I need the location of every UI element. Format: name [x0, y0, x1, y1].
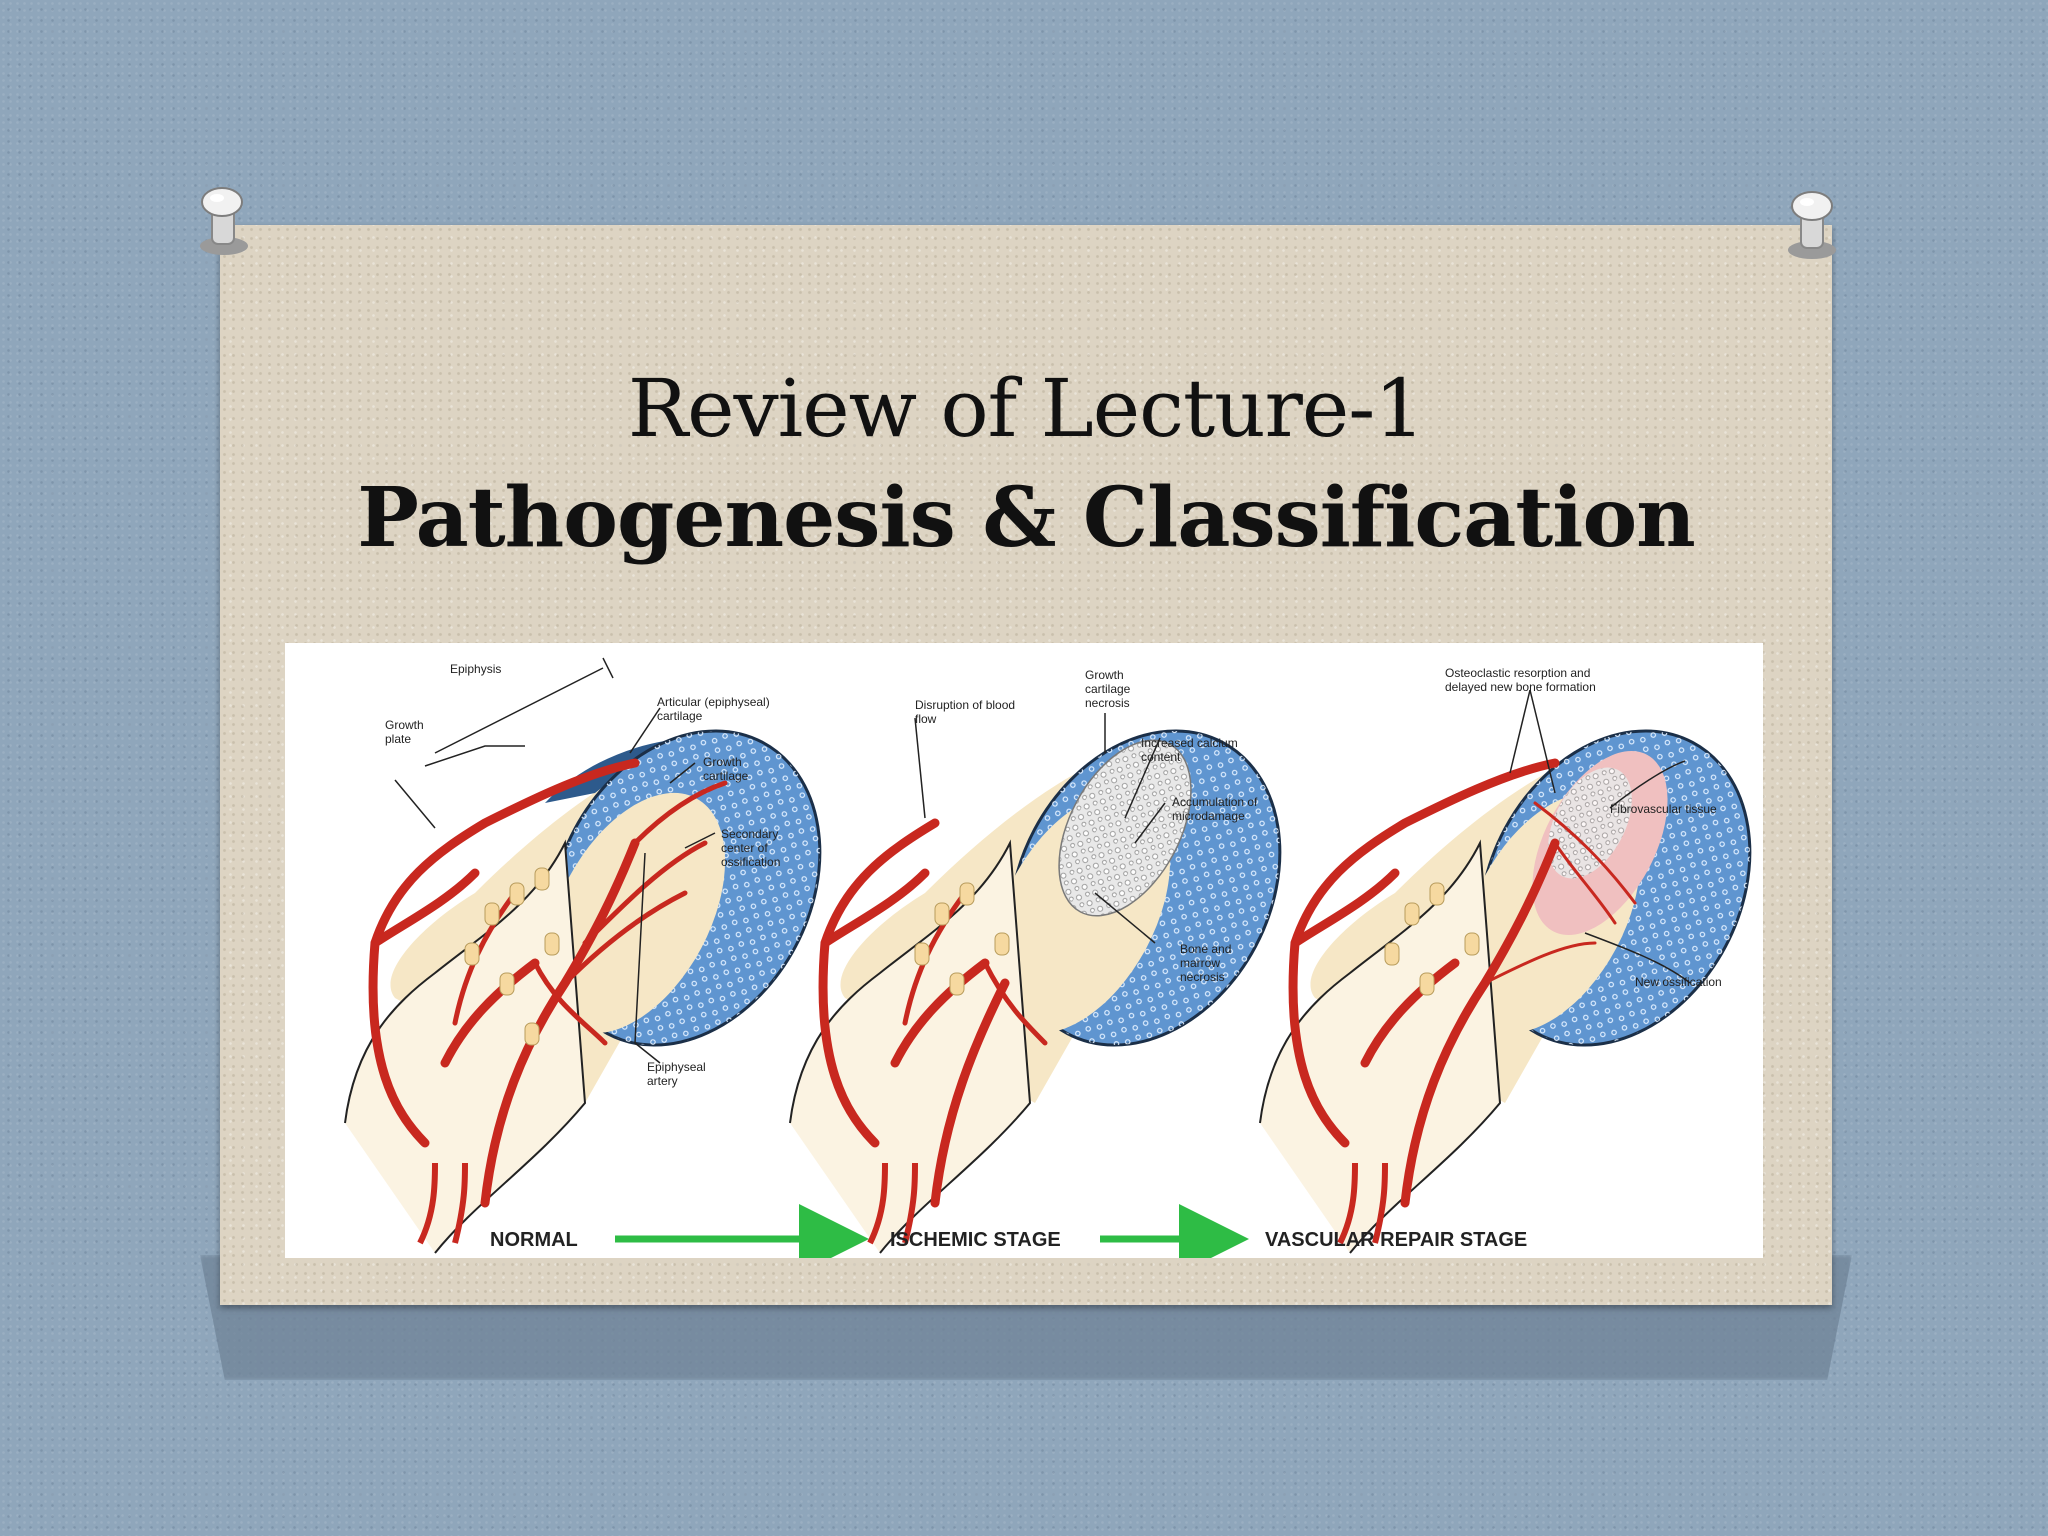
- label-secondary-center: Secondary: [721, 827, 778, 841]
- label-secondary-center-2: center of: [721, 841, 768, 855]
- label-microdamage: Accumulation of: [1172, 795, 1258, 809]
- label-gc-necrosis: Growth: [1085, 668, 1124, 682]
- label-calcium-2: content: [1141, 750, 1181, 764]
- stage-normal: NORMAL: [490, 1229, 578, 1251]
- label-microdamage-2: microdamage: [1172, 809, 1245, 823]
- label-osteoclastic: Osteoclastic resorption and: [1445, 666, 1590, 680]
- pushpin-left-icon: [200, 187, 248, 255]
- repair-panel: Osteoclastic resorption and delayed new …: [1259, 666, 1752, 1254]
- label-articular-cartilage-2: cartilage: [657, 709, 703, 723]
- pathogenesis-diagram: Epiphysis Growth plate Articular (epiphy…: [344, 657, 1752, 1258]
- label-gc-necrosis-3: necrosis: [1085, 696, 1130, 710]
- label-disruption: Disruption of blood: [915, 698, 1015, 712]
- stage-vascular-repair: VASCULAR REPAIR STAGE: [1265, 1229, 1527, 1251]
- label-osteoclastic-2: delayed new bone formation: [1445, 680, 1596, 694]
- label-secondary-center-3: ossification: [721, 855, 780, 869]
- label-bone-marrow-necrosis-3: necrosis: [1180, 970, 1225, 984]
- label-growth-plate: Growth: [385, 718, 424, 732]
- label-gc-necrosis-2: cartilage: [1085, 682, 1131, 696]
- label-new-ossification: New ossification: [1635, 975, 1722, 989]
- label-calcium: Increased calcium: [1141, 736, 1238, 750]
- pathogenesis-figure: Epiphysis Growth plate Articular (epiphy…: [285, 643, 1763, 1258]
- normal-panel: Epiphysis Growth plate Articular (epiphy…: [344, 657, 822, 1254]
- label-bone-marrow-necrosis-2: marrow: [1180, 956, 1220, 970]
- label-growth-cartilage-2: cartilage: [703, 769, 749, 783]
- label-fibrovascular: Fibrovascular tissue: [1610, 802, 1717, 816]
- label-epiphysis: Epiphysis: [450, 662, 501, 676]
- label-bone-marrow-necrosis: Bone and: [1180, 942, 1231, 956]
- label-epiphyseal-artery-2: artery: [647, 1074, 678, 1088]
- pushpin-right-icon: [1788, 191, 1836, 259]
- label-disruption-2: flow: [915, 712, 937, 726]
- label-growth-cartilage: Growth: [703, 755, 742, 769]
- label-growth-plate-2: plate: [385, 732, 411, 746]
- slide-title: Review of Lecture-1: [627, 362, 1425, 455]
- slide-subtitle: Pathogenesis & Classification: [357, 470, 1696, 566]
- label-epiphyseal-artery: Epiphyseal: [647, 1060, 706, 1074]
- stage-ischemic: ISCHEMIC STAGE: [890, 1229, 1061, 1251]
- label-articular-cartilage: Articular (epiphyseal): [657, 695, 770, 709]
- ischemic-panel: Disruption of blood flow Growth cartilag…: [789, 668, 1282, 1254]
